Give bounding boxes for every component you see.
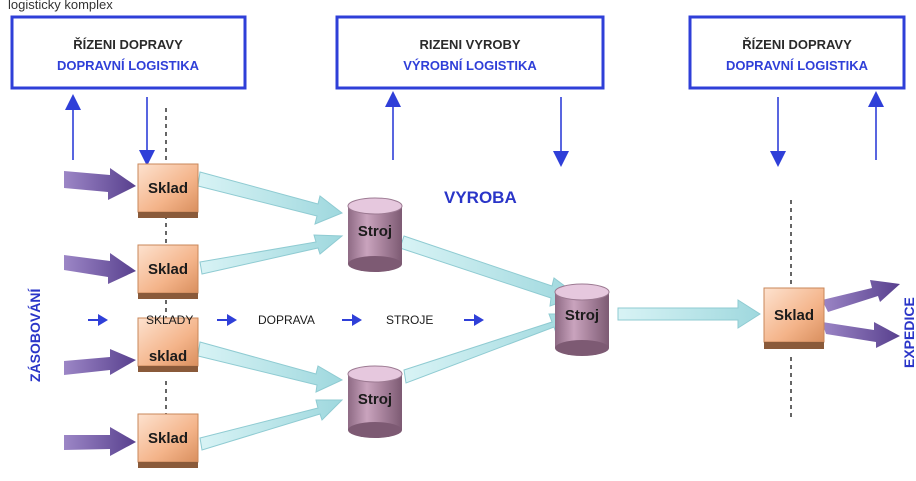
control-box-title: ŘÍZENI DOPRAVY <box>742 37 852 52</box>
input-arrows <box>64 168 136 456</box>
warehouse-label: Sklad <box>774 307 814 324</box>
warehouse-label: Sklad <box>148 180 188 197</box>
control-box-transport-right: ŘÍZENI DOPRAVY DOPRAVNÍ LOGISTIKA <box>688 15 906 90</box>
warehouse-label: Sklad <box>148 430 188 447</box>
control-box-title: ŘÍZENI DOPRAVY <box>73 37 183 52</box>
control-box-title: RIZENI VYROBY <box>419 37 520 52</box>
warehouse-4: Sklad <box>137 413 199 468</box>
machine-label: Stroj <box>358 223 392 240</box>
flow-label-doprava: DOPRAVA <box>258 313 315 327</box>
warehouse-label: sklad <box>149 348 187 365</box>
production-label: VYROBA <box>444 188 517 207</box>
control-arrows <box>65 91 884 167</box>
control-box-production: RIZENI VYROBY VÝROBNÍ LOGISTIKA <box>335 15 605 90</box>
right-side-label: EXPEDICE <box>901 297 916 368</box>
control-box-subtitle: DOPRAVNÍ LOGISTIKA <box>726 58 869 73</box>
machine-label: Stroj <box>358 391 392 408</box>
left-side-label: ZÁSOBOVÁNÍ <box>27 288 43 382</box>
dashed-dividers <box>165 108 792 420</box>
control-box-subtitle: DOPRAVNÍ LOGISTIKA <box>57 58 200 73</box>
machine-1: Stroj <box>347 197 403 272</box>
warehouse-2: Sklad <box>137 244 199 299</box>
warehouse-3: sklad <box>137 317 199 372</box>
flow-arrows <box>197 171 761 451</box>
machine-2: Stroj <box>347 365 403 438</box>
control-box-transport-left: ŘÍZENI DOPRAVY DOPRAVNÍ LOGISTIKA <box>10 15 247 90</box>
warehouse-output: Sklad <box>763 287 825 349</box>
machine-label: Stroj <box>565 307 599 324</box>
flow-label-sklady: SKLADY <box>146 313 193 327</box>
control-box-subtitle: VÝROBNÍ LOGISTIKA <box>403 58 537 73</box>
flow-row-arrows <box>88 314 484 326</box>
warehouse-1: Sklad <box>137 163 199 218</box>
warehouse-label: Sklad <box>148 261 188 278</box>
top-caption: logisticky komplex <box>8 0 113 12</box>
flow-label-stroje: STROJE <box>386 313 433 327</box>
output-arrows <box>822 280 900 348</box>
machine-3: Stroj <box>554 283 610 356</box>
